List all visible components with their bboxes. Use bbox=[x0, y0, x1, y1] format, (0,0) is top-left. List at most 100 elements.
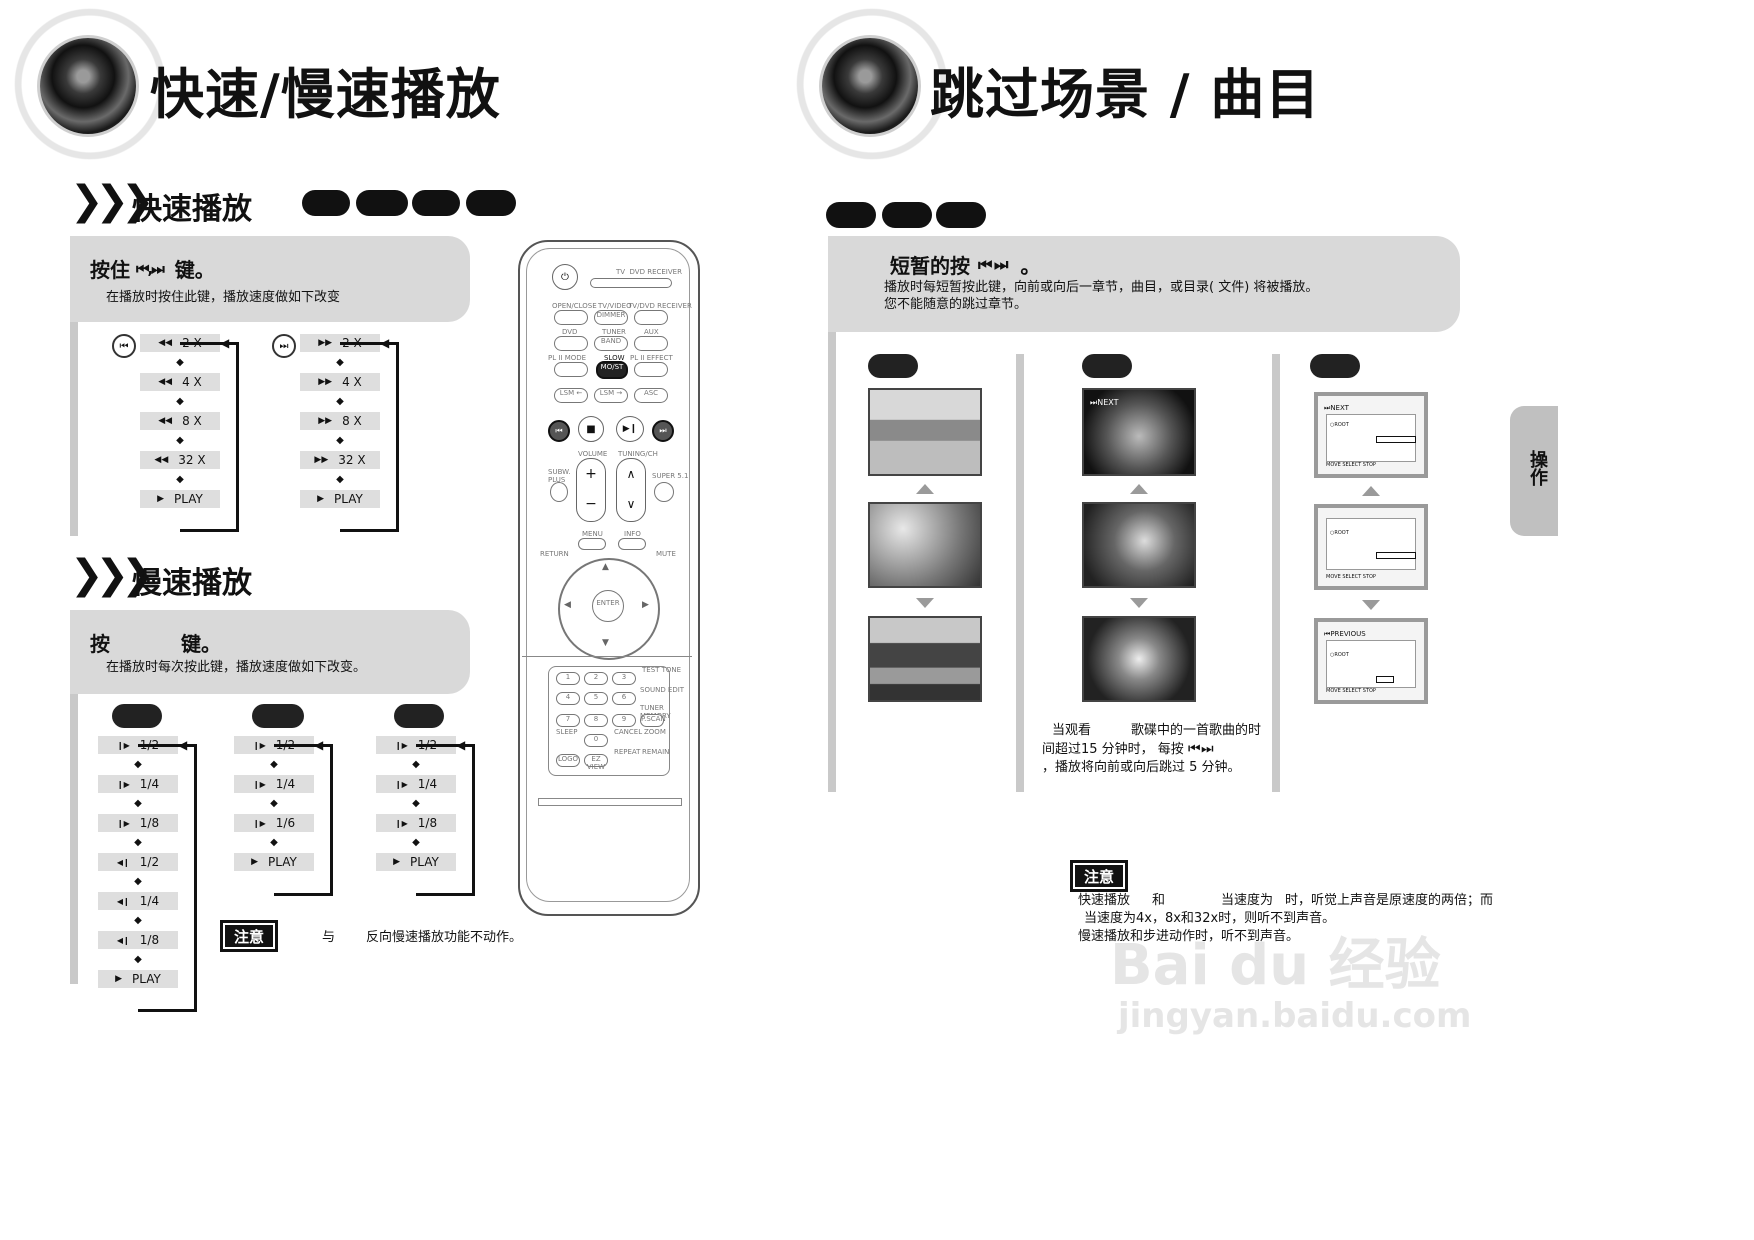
lsm-left-button[interactable]: LSM ← bbox=[554, 388, 588, 403]
mp3-screen: ⏮PREVIOUS ○ROOT MOVE SELECT STOP bbox=[1314, 618, 1428, 704]
skip-back-forward-icon: ⏮ ⏭ bbox=[978, 254, 1008, 274]
sub-plus-button[interactable] bbox=[550, 482, 568, 502]
key-9[interactable]: 9 bbox=[612, 714, 636, 727]
nav-ring[interactable] bbox=[558, 558, 660, 660]
forward-icon: ▶▶ bbox=[318, 416, 333, 426]
up-arrow-icon[interactable]: ▲ bbox=[602, 562, 609, 572]
tv-dvd-receiver-button[interactable] bbox=[634, 310, 668, 325]
forward-icon: ▶▶ bbox=[314, 455, 329, 465]
tuning-rocker[interactable]: ∧∨ bbox=[616, 458, 646, 522]
key-5[interactable]: 5 bbox=[584, 692, 608, 705]
asc-button[interactable]: ASC bbox=[634, 388, 668, 403]
remote-label: VOLUME bbox=[578, 450, 608, 458]
screen-label: PREVIOUS bbox=[1330, 630, 1366, 638]
skip-forward-button[interactable]: ⏭ bbox=[652, 420, 674, 442]
key-7[interactable]: 7 bbox=[556, 714, 580, 727]
up-arrow-icon bbox=[1130, 484, 1148, 494]
vcd-scene-photo bbox=[1082, 502, 1196, 588]
logo-button[interactable]: LOGO bbox=[556, 754, 580, 767]
left-arrow-icon[interactable]: ◀ bbox=[564, 600, 571, 610]
slow-fwd-icon: ❙▶ bbox=[116, 818, 130, 828]
skip-subtext-1: 播放时每短暂按此键，向前或向后一章节，曲目，或目录( 文件) 将被播放。 bbox=[884, 280, 1319, 295]
enter-button[interactable]: ENTER bbox=[592, 590, 624, 622]
forward-icon: ▶▶ bbox=[318, 338, 333, 348]
aux-button[interactable] bbox=[634, 336, 668, 351]
dvd-button[interactable] bbox=[554, 336, 588, 351]
right-arrow-icon[interactable]: ▶ bbox=[642, 600, 649, 610]
root-label: ROOT bbox=[1334, 652, 1349, 658]
remote-control: ⏻ TV DVD RECEIVER OPEN/CLOSE TV/VIDEO TV… bbox=[518, 240, 700, 916]
key-8[interactable]: 8 bbox=[584, 714, 608, 727]
slow-fwd-icon: ❙▶ bbox=[116, 740, 130, 750]
remote-label: CANCEL bbox=[614, 728, 643, 736]
remote-label: SLEEP bbox=[556, 728, 578, 736]
watermark-url: jingyan.baidu.com bbox=[1118, 996, 1472, 1036]
open-close-button[interactable] bbox=[554, 310, 588, 325]
menu-button[interactable] bbox=[578, 538, 606, 550]
step-label: 1/8 bbox=[417, 816, 438, 830]
up-arrow-icon bbox=[1362, 486, 1380, 496]
down-arrow-icon[interactable]: ▼ bbox=[602, 638, 609, 648]
disc-badge bbox=[302, 190, 350, 216]
note-part: 时，听觉上声音是原速度的两倍；而 bbox=[1285, 893, 1494, 908]
key-0[interactable]: 0 bbox=[584, 734, 608, 747]
remote-label: PL II MODE bbox=[548, 354, 587, 362]
remote-label: MUTE bbox=[656, 550, 676, 558]
step-label: 1/4 bbox=[139, 777, 160, 791]
mp3-screen: ○ROOT MOVE SELECT STOP bbox=[1314, 504, 1428, 590]
key-2[interactable]: 2 bbox=[584, 672, 608, 685]
note-part: 当观看 bbox=[1052, 723, 1092, 738]
screen-label: NEXT bbox=[1330, 404, 1349, 412]
slow-fwd-icon: ❙▶ bbox=[394, 740, 408, 750]
pl2-mode-button[interactable] bbox=[554, 362, 588, 377]
folder-icon: ○ bbox=[1330, 530, 1335, 536]
remote-label: TEST TONE bbox=[642, 666, 682, 674]
note-part: 慢速播放和步进动作时，听不到声音。 bbox=[1078, 929, 1300, 944]
step-label: PLAY bbox=[410, 855, 439, 869]
super51-button[interactable] bbox=[654, 482, 674, 502]
fast-fwd-steps: ▶▶2 X ◆ ▶▶4 X ◆ ▶▶8 X ◆ ▶▶32 X ◆ ▶PLAY bbox=[300, 334, 380, 508]
footer-label: SELECT bbox=[1342, 462, 1362, 468]
page-title-left: 快速/慢速播放 bbox=[150, 63, 501, 126]
fwd-button-icon: ⏭ bbox=[272, 334, 296, 358]
slow-col2-steps: ❙▶1/2 ◆ ❙▶1/4 ◆ ❙▶1/6 ◆ ▶PLAY bbox=[234, 736, 314, 871]
fast-rev-steps: ◀◀2 X ◆ ◀◀4 X ◆ ◀◀8 X ◆ ◀◀32 X ◆ ▶PLAY bbox=[140, 334, 220, 508]
remote-label: AUX bbox=[644, 328, 659, 336]
step-label: 1/2 bbox=[139, 855, 160, 869]
info-button[interactable] bbox=[618, 538, 646, 550]
folder-icon: ○ bbox=[1330, 422, 1335, 428]
key-3[interactable]: 3 bbox=[612, 672, 636, 685]
vcd-note: 当观看歌碟中的一首歌曲的时 间超过15 分钟时， 每按 ⏮ ⏭ ，播放将向前或向… bbox=[1042, 722, 1262, 777]
band-button[interactable]: BAND bbox=[594, 336, 628, 351]
lsm-right-button[interactable]: LSM → bbox=[594, 388, 628, 403]
key-6[interactable]: 6 bbox=[612, 692, 636, 705]
slow-fwd-icon: ❙▶ bbox=[252, 779, 266, 789]
loop-bracket bbox=[416, 744, 475, 896]
key-4[interactable]: 4 bbox=[556, 692, 580, 705]
remote-label: DVD RECEIVER bbox=[629, 268, 682, 276]
pl2-effect-button[interactable] bbox=[634, 362, 668, 377]
remote-label: ZOOM bbox=[644, 728, 666, 736]
speaker-cone-left bbox=[40, 38, 136, 134]
mode-toggle[interactable] bbox=[590, 278, 672, 288]
key-1[interactable]: 1 bbox=[556, 672, 580, 685]
skip-back-button[interactable]: ⏮ bbox=[548, 420, 570, 442]
slow-rev-icon: ◀❙ bbox=[116, 935, 130, 945]
disc-badge bbox=[826, 202, 876, 228]
play-pause-button[interactable]: ▶❙ bbox=[616, 416, 644, 442]
pscan-button[interactable]: P.SCAN bbox=[640, 714, 666, 727]
dvd-scene-photo bbox=[868, 388, 982, 476]
mp3-screen: ⏭NEXT ○ROOT MOVE SELECT STOP bbox=[1314, 392, 1428, 478]
rewind-icon: ◀◀ bbox=[158, 416, 173, 426]
numpad bbox=[548, 666, 670, 776]
play-icon: ▶ bbox=[115, 974, 123, 984]
slow-button[interactable]: MO/ST bbox=[596, 361, 628, 379]
stop-button[interactable]: ■ bbox=[578, 416, 604, 442]
slow-fwd-icon: ❙▶ bbox=[116, 779, 130, 789]
ez-view-button[interactable]: EZ VIEW bbox=[584, 754, 608, 771]
down-arrow-icon bbox=[1130, 598, 1148, 608]
dimmer-button[interactable]: DIMMER bbox=[594, 310, 628, 325]
power-button[interactable]: ⏻ bbox=[552, 264, 578, 290]
instruction-suffix: 键。 bbox=[180, 632, 221, 656]
volume-rocker[interactable]: +− bbox=[576, 458, 606, 522]
